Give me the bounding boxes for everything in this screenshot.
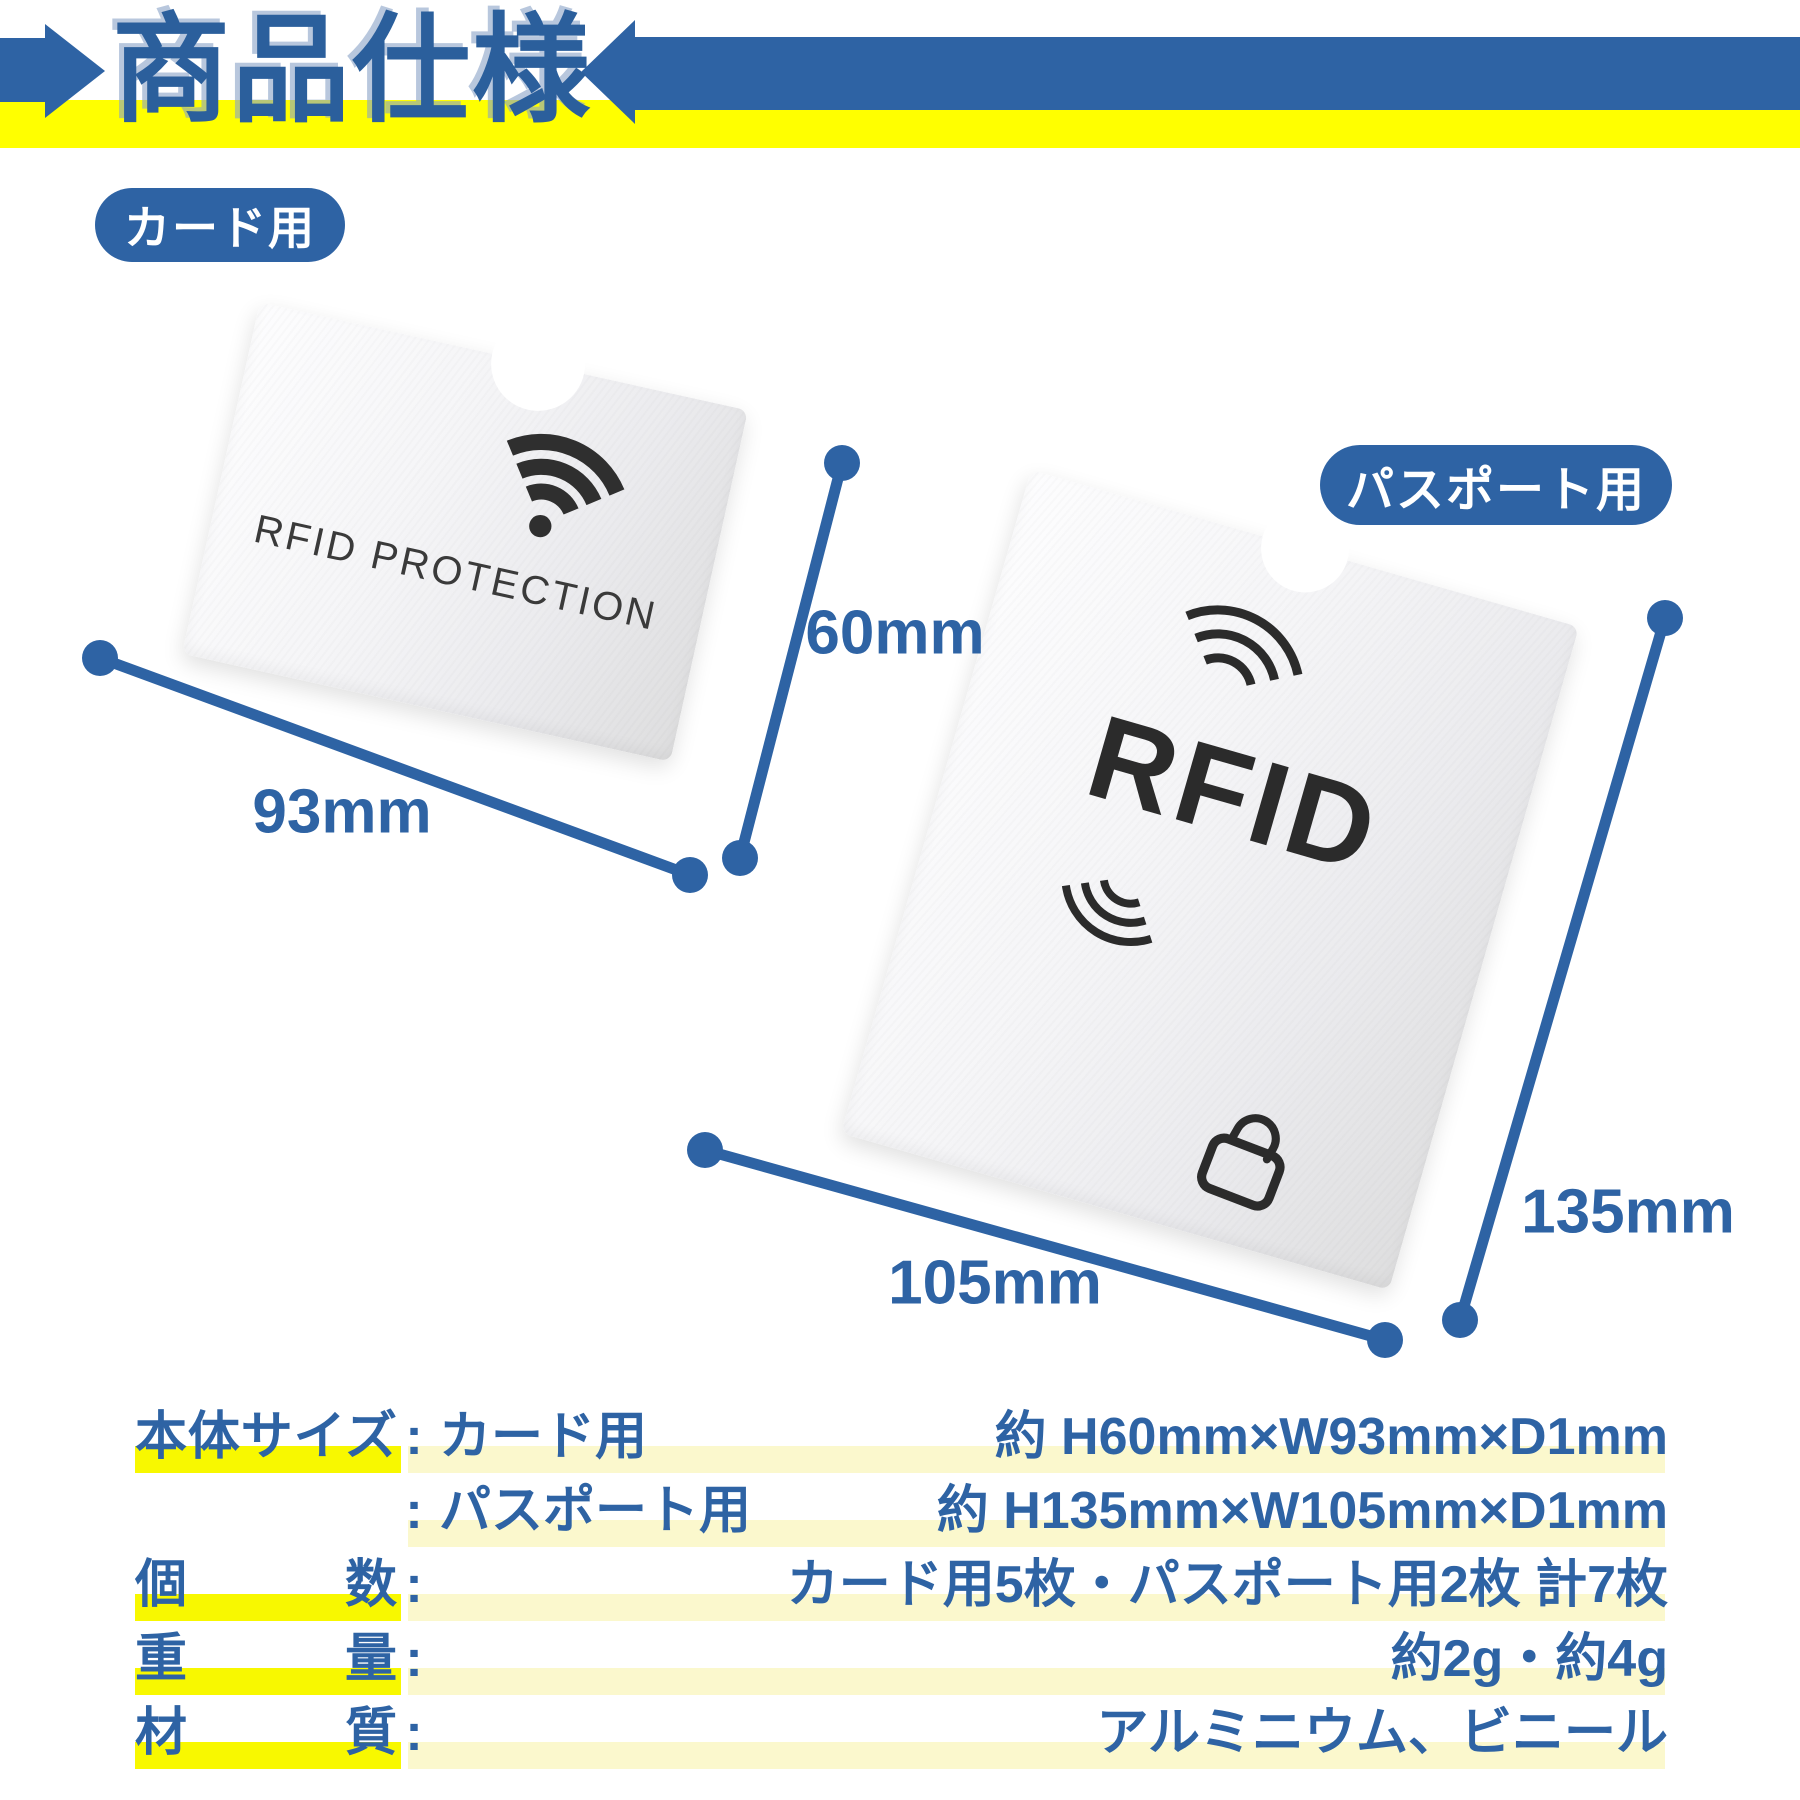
label-highlight (135, 1742, 401, 1769)
value-highlight (408, 1594, 1665, 1621)
passport-sleeve-image: RFID (840, 469, 1580, 1291)
spec-colon: : (405, 1556, 423, 1614)
spec-row-material: 材質 : アルミニウム、ビニール (135, 1704, 1668, 1778)
lock-icon (1197, 1114, 1285, 1211)
wifi-icon (506, 433, 625, 538)
wifi-waves-icon (1061, 879, 1153, 947)
passport-height-label: 135mm (1521, 1177, 1735, 1247)
spec-colon: : (405, 1482, 423, 1540)
spec-colon: : (405, 1408, 423, 1466)
page-title: 商品仕様 (112, 5, 593, 137)
spec-value: 約2g・約4g (1390, 1630, 1668, 1688)
right-arrow-head-icon (581, 20, 635, 124)
spec-subitem: パスポート用 (439, 1482, 752, 1540)
thumb-notch (482, 307, 595, 420)
spec-value: 約 H135mm×W105mm×D1mm (936, 1482, 1668, 1540)
left-arrow-head-icon (45, 24, 105, 118)
label-highlight (135, 1594, 401, 1621)
spec-row-size-card: 本体サイズ : カード用 約 H60mm×W93mm×D1mm (135, 1408, 1668, 1482)
spec-colon: : (405, 1630, 423, 1688)
left-arrow-icon (0, 38, 46, 102)
spec-table: 本体サイズ : カード用 約 H60mm×W93mm×D1mm : パスポート用… (135, 1408, 1668, 1778)
value-highlight (408, 1668, 1665, 1695)
value-highlight (408, 1520, 1665, 1547)
card-width-label: 93mm (252, 777, 432, 847)
card-sleeve-image: RFID PROTECTION (181, 302, 749, 762)
card-height-label: 60mm (805, 598, 985, 668)
spec-label: 個数 (135, 1556, 397, 1614)
spec-label: 材質 (135, 1704, 397, 1762)
spec-subitem: カード用 (439, 1408, 648, 1466)
spec-label: 重量 (135, 1630, 397, 1688)
spec-colon: : (405, 1704, 423, 1762)
spec-value: アルミニウム、ビニール (1096, 1704, 1668, 1762)
passport-badge: パスポート用 (1320, 445, 1672, 525)
spec-row-size-passport: : パスポート用 約 H135mm×W105mm×D1mm (135, 1482, 1668, 1556)
label-highlight (135, 1668, 401, 1695)
spec-value: 約 H60mm×W93mm×D1mm (994, 1408, 1668, 1466)
spec-row-weight: 重量 : 約2g・約4g (135, 1630, 1668, 1704)
right-arrow-band (633, 37, 1800, 110)
wifi-waves-icon (1185, 605, 1303, 686)
value-highlight (408, 1446, 1665, 1473)
spec-row-count: 個数 : カード用5枚・パスポート用2枚 計7枚 (135, 1556, 1668, 1630)
spec-value: カード用5枚・パスポート用2枚 計7枚 (786, 1556, 1668, 1614)
value-highlight (408, 1742, 1665, 1769)
spec-label: 本体サイズ (135, 1408, 397, 1466)
card-badge: カード用 (95, 188, 345, 262)
passport-width-label: 105mm (888, 1248, 1102, 1318)
label-highlight (135, 1446, 401, 1473)
